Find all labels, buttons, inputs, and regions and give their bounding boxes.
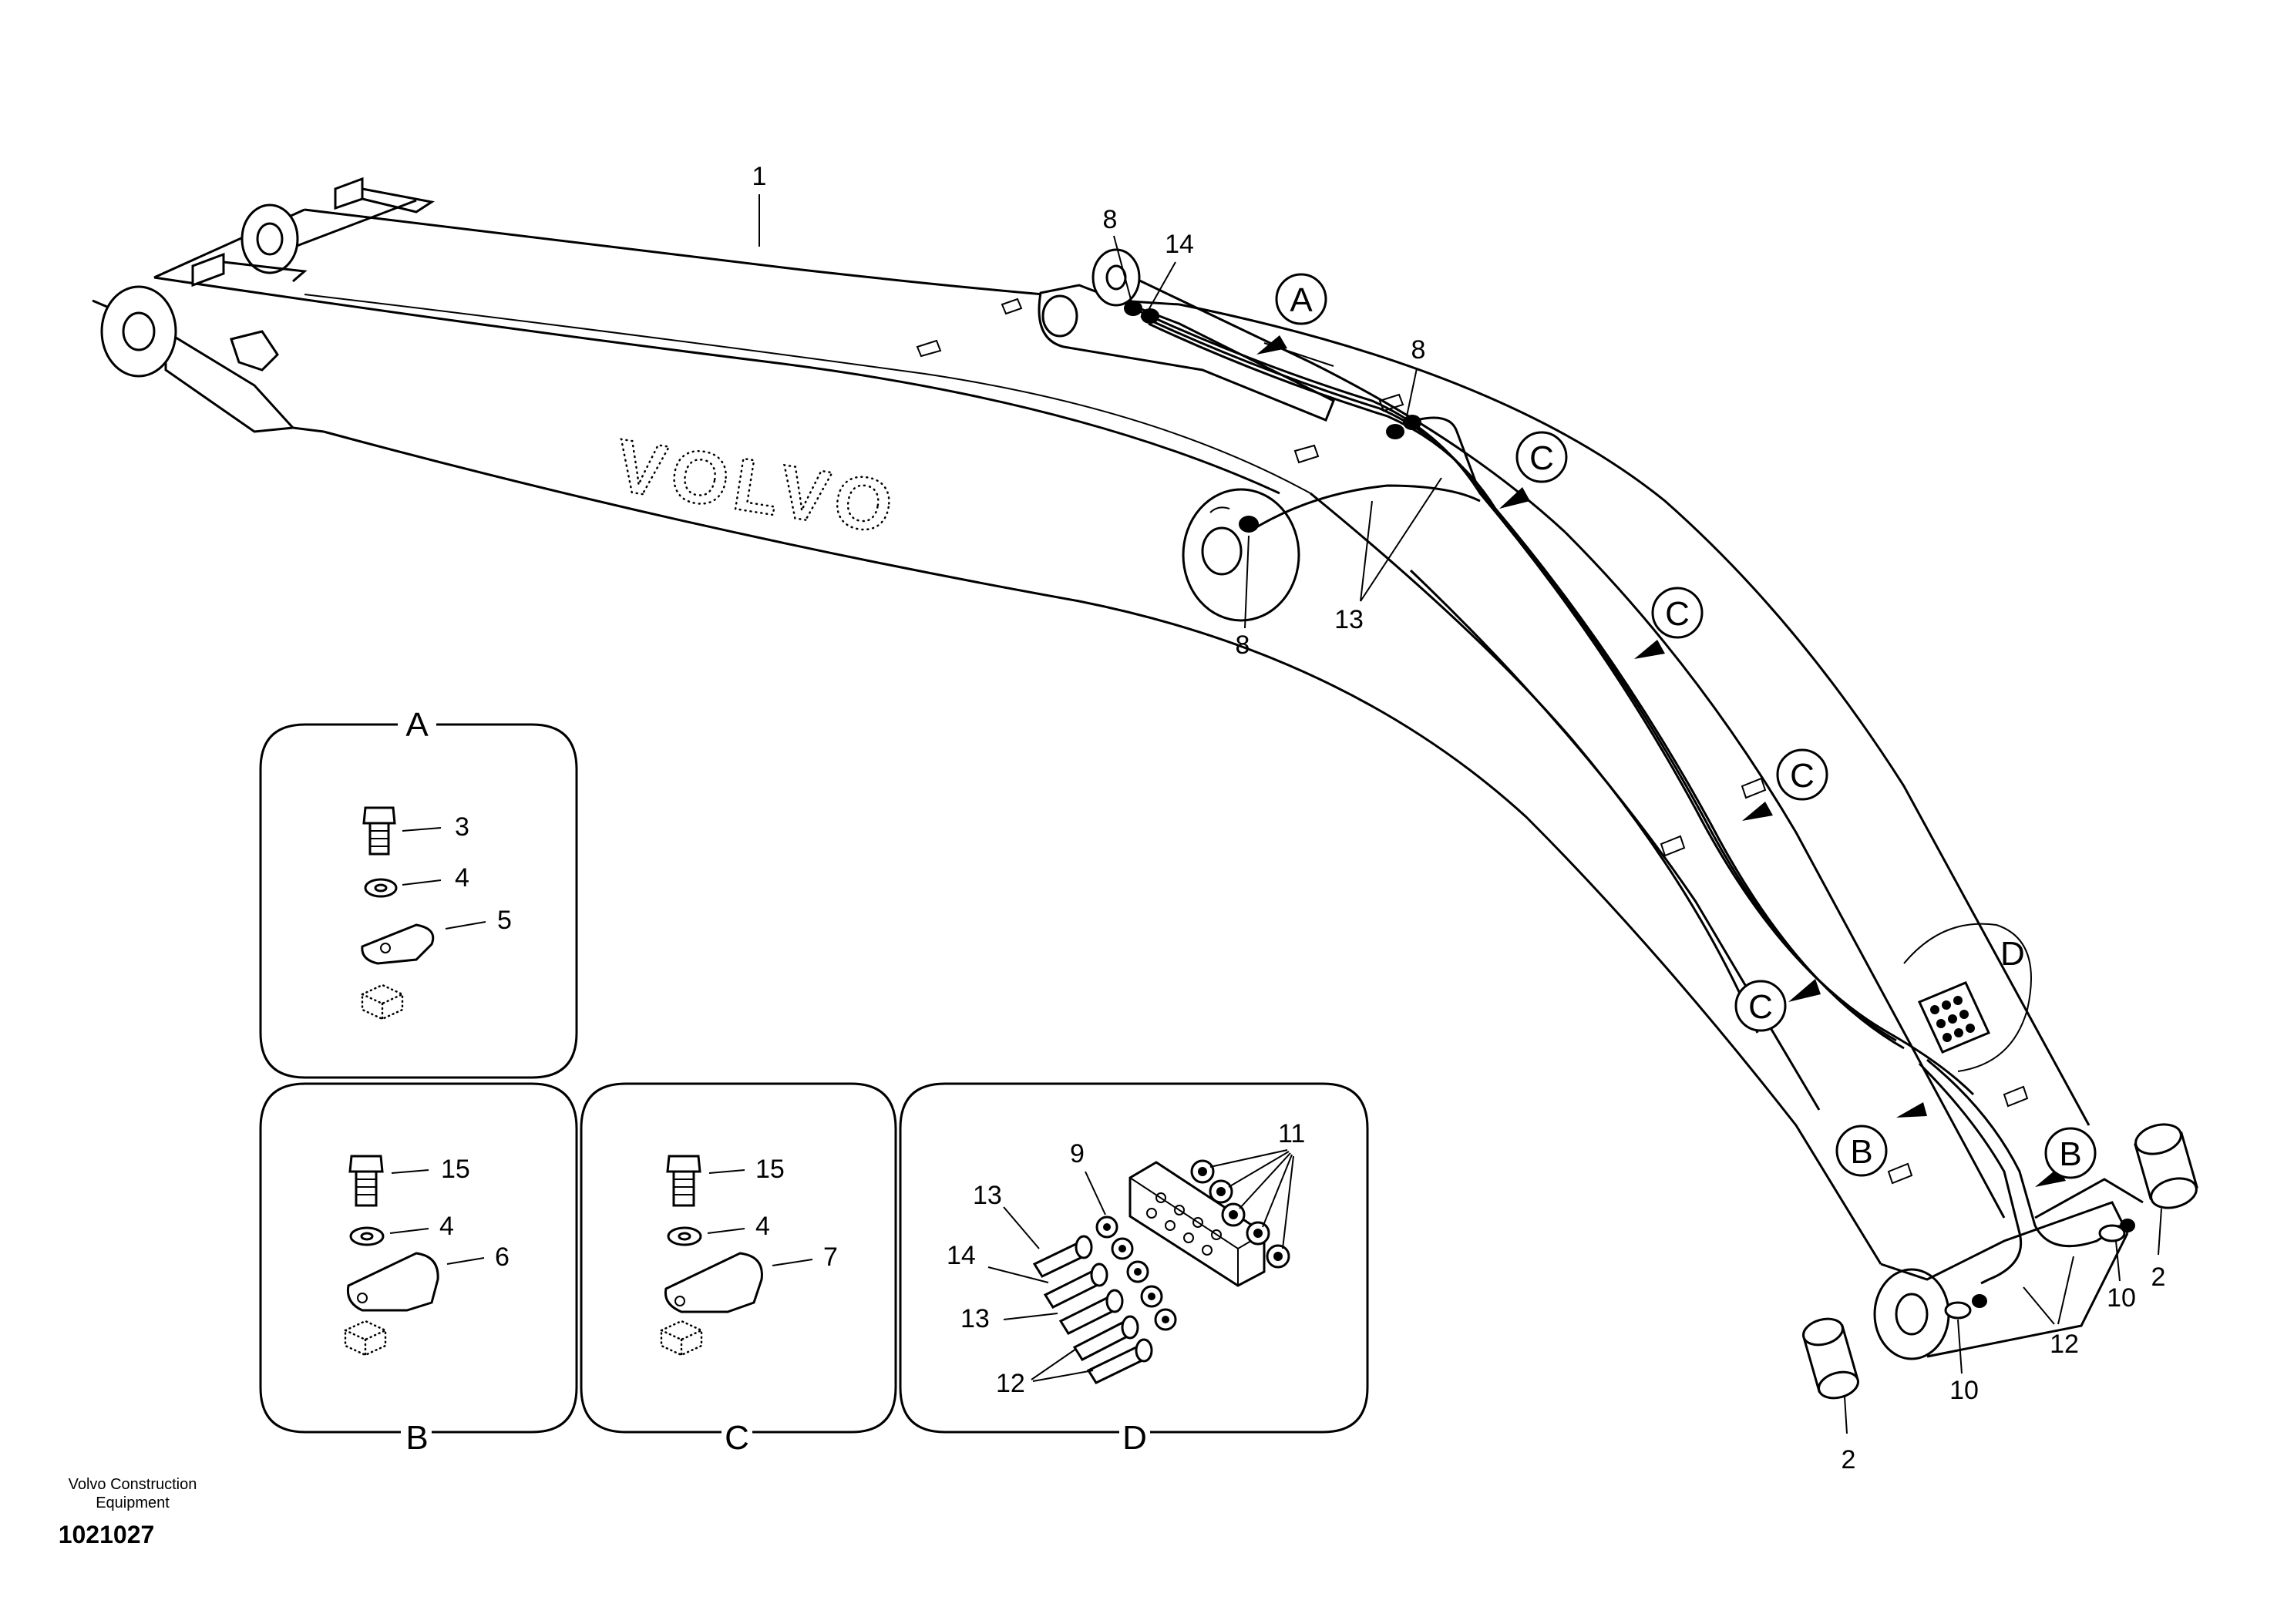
detail-panel-c: C 15 4 7 [580,1082,897,1457]
svg-text:14: 14 [947,1241,976,1270]
svg-text:C: C [1748,988,1773,1026]
svg-text:3: 3 [455,812,469,842]
clamp-icon [664,1252,763,1313]
svg-text:8: 8 [1236,630,1250,660]
svg-text:9: 9 [1070,1139,1085,1168]
svg-text:B: B [2059,1135,2081,1173]
svg-text:10: 10 [1949,1376,1979,1405]
callouts: 1 8 14 8 8 13 10 10 12 2 2 [752,162,2166,1474]
svg-text:14: 14 [1165,230,1194,259]
svg-text:13: 13 [1334,605,1364,634]
view-marker-b1: B [1835,1102,1927,1177]
svg-text:8: 8 [1411,335,1426,365]
svg-text:C: C [1529,439,1554,477]
company-name-line2: Equipment [96,1495,170,1511]
dotted-nut-icon [344,1320,387,1357]
bushing-right [2134,1123,2198,1209]
svg-text:12: 12 [996,1369,1025,1398]
svg-text:7: 7 [823,1242,838,1272]
svg-text:4: 4 [439,1212,454,1241]
junction-block-icon [1128,1161,1266,1287]
view-marker-c4: C [1734,979,1821,1032]
svg-text:4: 4 [755,1212,770,1241]
washer-icon [667,1226,702,1246]
svg-text:C: C [1790,757,1815,795]
svg-text:D: D [1122,1419,1147,1457]
svg-text:C: C [725,1419,749,1457]
svg-text:15: 15 [441,1155,470,1184]
company-name: Volvo Construction [69,1476,197,1493]
svg-text:5: 5 [497,906,512,935]
svg-text:B: B [405,1419,428,1457]
fittings-icon [1095,1215,1177,1331]
svg-text:2: 2 [1842,1445,1856,1474]
fittings-icon [1190,1159,1290,1269]
bolt-icon [348,1155,384,1207]
pipe-icon [1032,1235,1153,1384]
dotted-nut-icon [660,1320,703,1357]
washer-icon [349,1226,385,1246]
svg-text:13: 13 [960,1304,990,1333]
clamp-icon [361,923,435,965]
detail-d-circle [1903,923,2032,1072]
svg-text:2: 2 [2151,1263,2166,1292]
svg-text:8: 8 [1103,205,1118,234]
detail-panel-b: B 15 4 6 [259,1082,578,1457]
view-marker-a: A [1256,273,1327,355]
svg-text:15: 15 [755,1155,785,1184]
bolt-icon [362,806,396,856]
view-marker-d: D [2000,935,2025,973]
svg-text:1: 1 [752,162,767,191]
bushing-left [1802,1317,1859,1400]
view-marker-c2: C [1634,587,1704,659]
svg-text:11: 11 [1278,1119,1305,1148]
clamp-icon [346,1252,439,1312]
svg-text:12: 12 [2050,1330,2079,1359]
washer-icon [364,878,398,898]
detail-panel-a: A 3 4 5 [259,705,578,1079]
svg-text:A: A [405,706,429,744]
boom-assembly: VOLVO [92,177,2198,1400]
svg-text:13: 13 [973,1181,1002,1210]
title-block: Volvo Construction Equipment 1021027 [59,1476,197,1548]
bolt-icon [666,1155,701,1207]
svg-text:A: A [1290,281,1313,319]
dotted-nut-icon [361,983,404,1020]
view-marker-c1: C [1499,431,1568,509]
svg-text:4: 4 [455,863,469,893]
volvo-logo: VOLVO [610,424,904,550]
drawing-number: 1021027 [59,1521,155,1548]
svg-text:10: 10 [2107,1283,2136,1313]
view-marker-c3: C [1742,748,1828,821]
view-marker-b2: B [2035,1127,2097,1187]
svg-text:B: B [1850,1133,1872,1171]
svg-text:6: 6 [495,1242,510,1272]
detail-panel-d: D [899,1082,1369,1457]
svg-text:C: C [1665,595,1690,633]
